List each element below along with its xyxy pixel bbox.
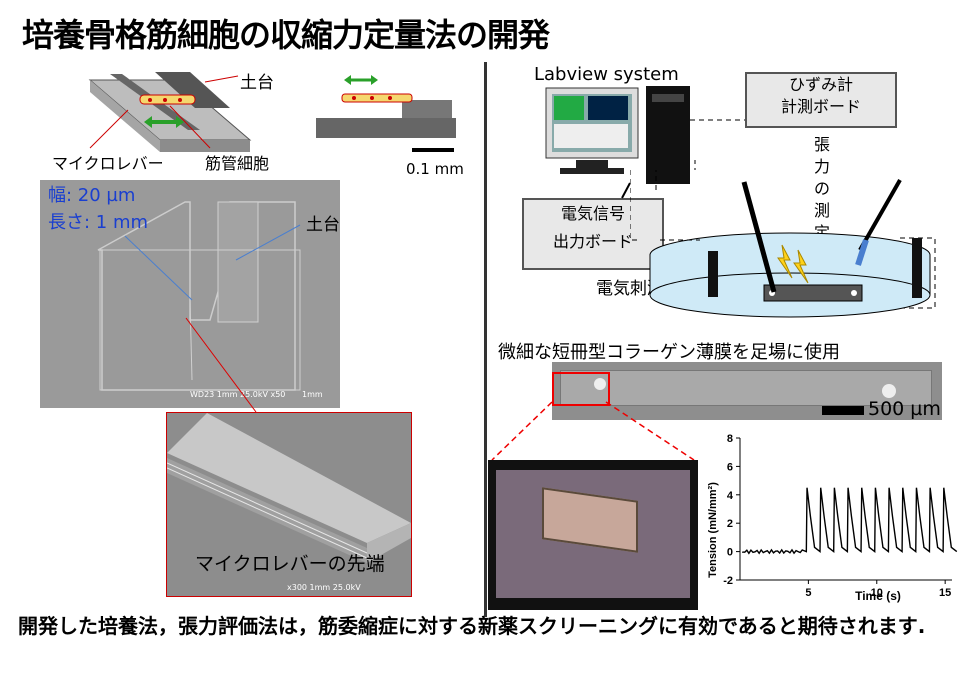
- labview-label: Labview system: [534, 64, 679, 85]
- length-label: 長さ: 1 mm: [48, 212, 149, 233]
- stimulation-label: 電気刺激: [596, 279, 664, 299]
- chart-xtick-label: 15: [939, 587, 951, 599]
- center-divider: [484, 62, 487, 617]
- chart-tension-trace: [742, 487, 958, 555]
- microlever-schematic: [88, 72, 252, 152]
- chart-xlabel: Time (s): [855, 589, 901, 603]
- signal-board-box: 電気信号 出力ボード: [522, 198, 664, 270]
- chart-plot-area: -2 0 2 4 6 8 5 10 15: [723, 433, 958, 599]
- width-label: 幅: 20 µm: [48, 185, 136, 206]
- chart-xtick-label: 5: [805, 587, 811, 599]
- chart-ytick-label: 0: [727, 547, 733, 559]
- scale-bar-label: 0.1 mm: [406, 160, 464, 178]
- signal-board-line1: 電気信号: [560, 204, 625, 223]
- chart-ytick-label: 4: [727, 490, 734, 502]
- sem-scale: 1mm: [302, 390, 323, 399]
- tip-caption: x300 1mm 25.0kV: [287, 583, 361, 592]
- page-title: 培養骨格筋細胞の収縮力定量法の開発: [22, 16, 550, 54]
- label-microlever: マイクロレバー: [52, 154, 164, 173]
- zoomed-tip-photo: [488, 460, 698, 610]
- footer-text: 開発した培養法，張力評価法は，筋委縮症に対する新薬スクリーニングに有効であると期…: [18, 614, 926, 638]
- chart-ytick-label: 8: [727, 433, 733, 445]
- signal-board-line2: 出力ボード: [552, 232, 633, 251]
- strain-board-line2: 計測ボード: [780, 97, 861, 116]
- sem-image-microlever: WD23 1mm 25.0kV x50 1mm: [40, 180, 340, 408]
- chart-xtick-label: 10: [871, 587, 883, 599]
- chart-ylabel: Tension (mN/mm²): [707, 482, 719, 578]
- culture-dish-diagram: [630, 160, 936, 318]
- collagen-film-image: 500 µm: [552, 362, 942, 420]
- scale-500: 500 µm: [868, 398, 941, 420]
- sem-caption: WD23 1mm 25.0kV x50: [190, 390, 286, 399]
- strain-board-box: ひずみ計 計測ボード: [745, 72, 897, 128]
- chart-ytick-label: -2: [723, 575, 733, 587]
- tension-chart: -2 0 2 4 6 8 5 10 15 Tension (mN/mm²) Time (s): [707, 433, 958, 603]
- computer-icon: [545, 86, 690, 184]
- tip-image: マイクロレバーの先端 x300 1mm 25.0kV: [166, 412, 412, 597]
- chart-ytick-label: 2: [727, 518, 733, 530]
- label-myotube: 筋管細胞: [205, 154, 270, 173]
- chart-ytick-label: 6: [727, 461, 733, 473]
- label-base: 土台: [240, 73, 274, 93]
- strain-board-line1: ひずみ計: [788, 75, 853, 94]
- side-view-schematic: [316, 75, 456, 152]
- tip-label: マイクロレバーの先端: [195, 553, 385, 575]
- collagen-caption: 微細な短冊型コラーゲン薄膜を足場に使用: [498, 342, 840, 363]
- label-base-sem: 土台: [306, 215, 340, 235]
